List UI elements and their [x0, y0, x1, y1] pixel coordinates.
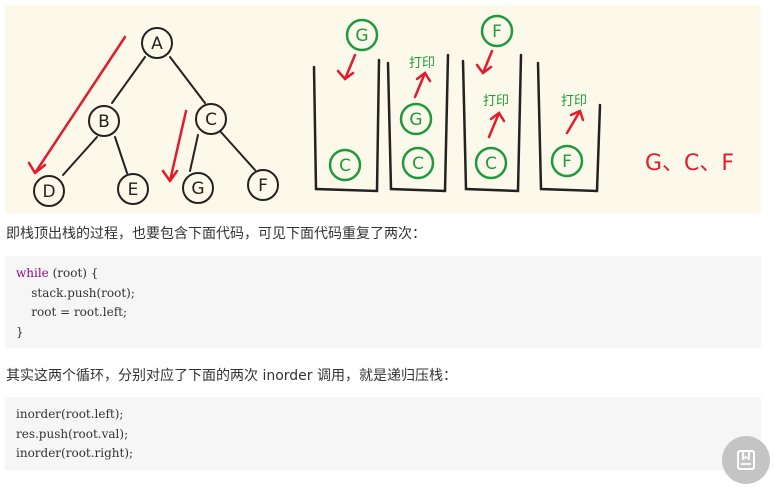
paragraph-stack-pop: 即栈顶出栈的过程，也要包含下面代码，可见下面代码重复了两次：: [6, 226, 426, 242]
code-block-inorder: inorder(root.left); res.push(root.val); in…: [5, 397, 761, 470]
bookmark-book-icon: [737, 450, 755, 470]
stack-2: [386, 53, 450, 193]
tree-label-f: F: [258, 176, 268, 196]
stack2-pop-label: 打印: [409, 56, 435, 71]
tree-node-a: [141, 27, 173, 59]
tree-label-e: E: [128, 180, 139, 200]
traverse-arrow-right: [168, 109, 188, 183]
stack4-item-f: [550, 144, 584, 178]
tree-label-a: A: [151, 34, 163, 54]
tree-node-c: [195, 103, 227, 135]
stack2-item-g-label: G: [409, 110, 422, 130]
stack3-item-c: [474, 146, 508, 180]
stack1-top-node: [345, 18, 379, 52]
tree-node-f: [247, 169, 279, 201]
stack3-pop-label: 打印: [483, 94, 509, 109]
code-block-while-loop: while (root) { stack.push(root); root = …: [5, 256, 761, 348]
tree-label-d: D: [42, 182, 55, 202]
stack3-item-label: C: [485, 154, 497, 174]
stack-4: [536, 61, 602, 193]
stack2-item-c: [401, 146, 435, 180]
result-sequence: G、C、F: [645, 151, 734, 176]
stack1-top-label: G: [355, 26, 368, 46]
stack2-item-g: [399, 102, 433, 136]
tree-label-b: B: [98, 112, 110, 132]
code-line-3: root = root.left;: [16, 305, 128, 319]
tree-node-g: [182, 172, 214, 204]
tree-node-d: [33, 175, 65, 207]
code-inorder-line-1: inorder(root.left);: [16, 407, 124, 421]
code-line-1: (root) {: [48, 266, 99, 280]
stack3-top-node: [480, 14, 514, 48]
illustration-figure: A B C D E G F G C 打印 G: [5, 5, 761, 213]
stack-1: [312, 58, 381, 193]
code-inorder-line-3: inorder(root.right);: [16, 446, 134, 460]
tree-label-g: G: [191, 179, 204, 199]
stack3-top-label: F: [492, 22, 502, 42]
code-line-4: }: [16, 324, 24, 339]
tree-stack-diagram: A B C D E G F G C 打印 G: [27, 14, 734, 207]
stack1-item-c: [328, 148, 362, 182]
traverse-arrow-left: [33, 35, 127, 175]
paragraph-inorder-explanation: 其实这两个循环，分别对应了下面的两次 inorder 调用，就是递归压栈：: [6, 368, 457, 384]
code-line-2: stack.push(root);: [16, 285, 135, 300]
stack2-item-c-label: C: [412, 154, 424, 174]
stack4-item-label: F: [562, 152, 572, 172]
tree-label-c: C: [205, 110, 217, 130]
code-inorder-line-2: res.push(root.val);: [16, 426, 129, 441]
code-keyword-while: while: [16, 266, 49, 280]
tree-node-e: [117, 173, 149, 205]
stack-3: [461, 53, 523, 193]
tree-node-b: [88, 105, 120, 137]
stack4-pop-label: 打印: [561, 94, 587, 109]
bookmark-button[interactable]: [722, 436, 770, 484]
stack1-item-label: C: [339, 156, 351, 176]
